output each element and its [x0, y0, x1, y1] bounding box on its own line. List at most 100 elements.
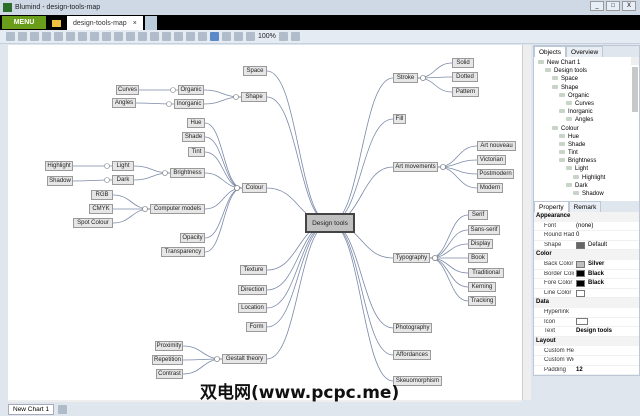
prop-line-color[interactable]: Line Color [534, 289, 639, 299]
tree-scrollbar[interactable] [631, 57, 639, 112]
topic-photography[interactable]: Photography [393, 323, 432, 333]
prop-font[interactable]: Font(none) [534, 222, 639, 232]
topic-location[interactable]: Location [238, 303, 267, 313]
section-color[interactable]: Color [534, 250, 639, 260]
sheet-tab-new-chart-1[interactable]: New Chart 1 [8, 403, 55, 415]
add-sheet-icon[interactable] [58, 404, 68, 414]
delete-icon[interactable] [78, 32, 87, 41]
tree-item[interactable]: Shadow [534, 190, 639, 197]
topic-form[interactable]: Form [246, 322, 267, 332]
topic-shape[interactable]: Shape [241, 92, 267, 102]
collapse-toggle-icon[interactable] [170, 87, 176, 93]
zoom-level[interactable]: 100% [258, 33, 276, 40]
topic-serif[interactable]: Serif [468, 210, 488, 220]
tree-item[interactable]: Shape [534, 84, 639, 92]
tab-remark[interactable]: Remark [568, 201, 602, 212]
topic-book[interactable]: Book [468, 253, 488, 263]
image-icon[interactable] [186, 32, 195, 41]
topic-highlight[interactable]: Highlight [45, 161, 73, 171]
topic-gestalt[interactable]: Gestalt theory [222, 354, 267, 364]
hand-tool-icon[interactable] [222, 32, 231, 41]
topic-stroke[interactable]: Stroke [393, 73, 418, 83]
vertical-scrollbar[interactable] [522, 45, 531, 400]
add-sibling-icon[interactable] [150, 32, 159, 41]
topic-contrast[interactable]: Contrast [156, 369, 183, 379]
section-layout[interactable]: Layout [534, 336, 639, 347]
tree-item[interactable]: Organic [534, 92, 639, 100]
topic-cm[interactable]: Computer models [150, 204, 205, 214]
topic-dark[interactable]: Dark [112, 175, 134, 185]
topic-inorganic[interactable]: Inorganic [174, 99, 204, 109]
topic-dotted[interactable]: Dotted [452, 72, 478, 82]
tree-item[interactable]: Light [534, 165, 639, 173]
topic-light[interactable]: Light [112, 161, 134, 171]
topic-solid[interactable]: Solid [452, 58, 474, 68]
topic-sansserif[interactable]: Sans-serif [468, 225, 500, 235]
topic-traditional[interactable]: Traditional [468, 268, 504, 278]
select-tool-icon[interactable] [210, 32, 219, 41]
topic-curves[interactable]: Curves [116, 85, 139, 95]
prop-custom-height[interactable]: Custom Height [534, 346, 639, 356]
collapse-toggle-icon[interactable] [432, 255, 438, 261]
tree-item[interactable]: Hue [534, 133, 639, 141]
paste-icon[interactable] [66, 32, 75, 41]
collapse-toggle-icon[interactable] [440, 164, 446, 170]
add-child-icon[interactable] [138, 32, 147, 41]
collapse-toggle-icon[interactable] [162, 170, 168, 176]
topic-cmyk[interactable]: CMYK [89, 204, 113, 214]
zoom-in-icon[interactable] [278, 32, 288, 41]
tree-item[interactable]: Highlight [534, 174, 639, 182]
topic-opacity[interactable]: Opacity [180, 233, 205, 243]
hourglass-icon[interactable] [234, 32, 243, 41]
open-folder-icon[interactable] [52, 20, 61, 27]
maximize-button[interactable]: □ [606, 1, 620, 11]
topic-shadow[interactable]: Shadow [47, 176, 73, 186]
tab-overview[interactable]: Overview [566, 46, 604, 57]
tab-property[interactable]: Property [534, 201, 569, 212]
tree-item[interactable]: Shade [534, 141, 639, 149]
collapse-toggle-icon[interactable] [234, 185, 240, 191]
topic-art[interactable]: Art movements [393, 162, 438, 172]
minimize-button[interactable]: _ [590, 1, 604, 11]
topic-kerning[interactable]: Kerning [468, 282, 496, 292]
topic-angles[interactable]: Angles [112, 98, 136, 108]
tree-item[interactable]: New Chart 1 [534, 59, 639, 67]
topic-brightness[interactable]: Brightness [170, 168, 205, 178]
tree-item[interactable]: Design tools [534, 67, 639, 75]
tree-item[interactable]: Colour [534, 125, 639, 133]
topic-tint[interactable]: Tint [188, 147, 205, 157]
topic-pattern[interactable]: Pattern [452, 87, 479, 97]
collapse-toggle-icon[interactable] [142, 206, 148, 212]
topic-spot[interactable]: Spot Colour [73, 218, 113, 228]
link-icon[interactable] [162, 32, 171, 41]
close-button[interactable]: X [622, 1, 636, 11]
tree-item[interactable]: Curves [534, 100, 639, 108]
zoom-out-icon[interactable] [246, 32, 255, 41]
topic-fill[interactable]: Fill [393, 114, 406, 124]
topic-skeuo[interactable]: Skeuomorphism [393, 376, 442, 386]
section-data[interactable]: Data [534, 298, 639, 308]
topic-modern[interactable]: Modern [477, 183, 503, 193]
collapse-toggle-icon[interactable] [420, 75, 426, 81]
root-topic[interactable]: Design tools [305, 213, 355, 233]
topic-repetition[interactable]: Repetition [152, 355, 183, 365]
cut-icon[interactable] [42, 32, 51, 41]
topic-organic[interactable]: Organic [178, 85, 204, 95]
prop-custom-width[interactable]: Custom Width [534, 356, 639, 366]
topic-affordances[interactable]: Affordances [393, 350, 431, 360]
new-tab-button[interactable] [144, 16, 157, 30]
note-icon[interactable] [174, 32, 183, 41]
replace-icon[interactable] [102, 32, 111, 41]
tab-close-icon[interactable]: × [132, 19, 137, 27]
collapse-toggle-icon[interactable] [166, 101, 172, 107]
tree-item[interactable]: Angles [534, 116, 639, 124]
topic-victorian[interactable]: Victorian [477, 155, 506, 165]
fit-page-icon[interactable] [290, 32, 300, 41]
topic-shade[interactable]: Shade [182, 132, 205, 142]
